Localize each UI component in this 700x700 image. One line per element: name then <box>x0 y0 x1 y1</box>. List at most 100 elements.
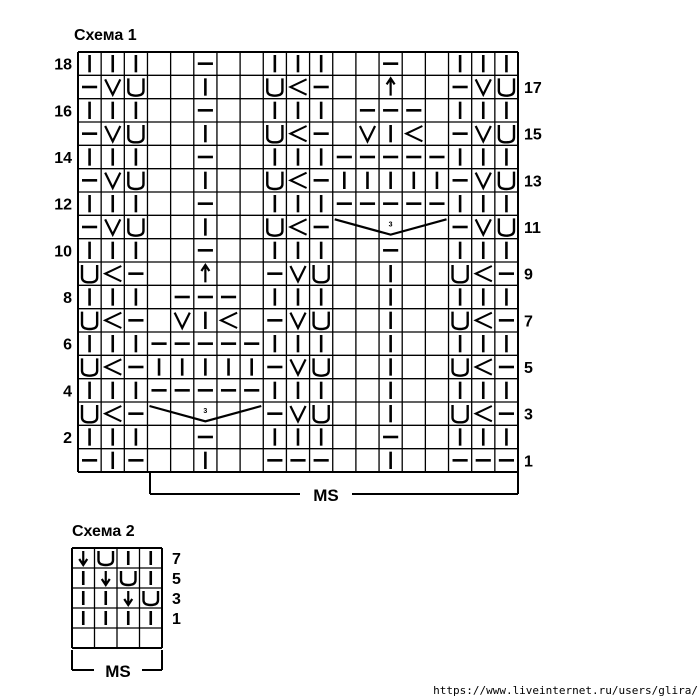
decrease-v-symbol <box>289 405 307 424</box>
decrease-v-symbol <box>289 358 307 378</box>
schema1-grid <box>77 51 519 473</box>
schema1-row-label-left: 6 <box>63 337 72 354</box>
decrease-v-symbol <box>173 312 191 331</box>
yarn-over-symbol <box>80 311 99 331</box>
left-cross-symbol <box>288 218 308 236</box>
decrease-wedge-symbol <box>149 404 262 423</box>
decrease-v-symbol <box>474 125 492 144</box>
schema1-row-label-left: 14 <box>54 150 72 167</box>
decrease-v-symbol <box>104 78 122 98</box>
yarn-over-symbol <box>127 125 145 144</box>
schema1-repeat-bracket: MS <box>149 472 519 505</box>
schema2-row-label-right: 3 <box>172 591 181 608</box>
schema2-repeat-bracket: MS <box>71 650 163 681</box>
schema1-title: Схема 1 <box>74 27 137 44</box>
yarn-over-symbol <box>451 311 469 331</box>
schema2-right-row-labels: 7 5 3 1 <box>172 551 181 628</box>
schema1-row-label-right: 7 <box>524 313 533 330</box>
schema1-row-label-left: 2 <box>63 430 72 447</box>
left-cross-symbol <box>473 265 493 283</box>
yarn-over-symbol <box>97 551 115 567</box>
decrease-count-label: 3 <box>203 408 207 415</box>
schema1-row-label-left: 18 <box>54 57 72 74</box>
yarn-over-symbol <box>127 218 145 237</box>
schema1-row-label-left: 16 <box>54 103 72 120</box>
yarn-over-symbol <box>497 218 516 237</box>
left-cross-symbol <box>288 125 308 143</box>
yarn-over-symbol <box>451 405 469 424</box>
yarn-over-symbol <box>80 265 99 284</box>
yarn-over-symbol <box>266 218 284 237</box>
schema1-row-label-right: 13 <box>524 173 542 190</box>
left-cross-symbol <box>473 311 493 329</box>
yarn-over-symbol <box>497 78 516 97</box>
schema1-row-label-left: 4 <box>63 383 72 400</box>
schema2-row-label-right: 7 <box>172 551 181 568</box>
schema2-symbols <box>78 551 160 625</box>
left-cross-symbol <box>102 265 122 283</box>
schema1-right-row-labels: 17 15 13 11 9 7 5 3 1 <box>524 80 542 470</box>
schema1-row-label-right: 11 <box>524 220 541 237</box>
yarn-over-symbol <box>266 78 284 97</box>
yarn-over-symbol <box>497 171 516 191</box>
decrease-v-symbol <box>104 125 122 144</box>
decrease-v-symbol <box>358 125 377 144</box>
decrease-v-symbol <box>289 265 307 284</box>
decrease-v-symbol <box>474 218 492 238</box>
left-cross-symbol <box>473 405 493 423</box>
decrease-v-symbol <box>289 312 307 331</box>
left-cross-symbol <box>102 405 122 423</box>
yarn-over-symbol <box>266 125 284 144</box>
schema1-row-label-right: 17 <box>524 80 542 97</box>
schema2-row-label-right: 1 <box>172 611 181 628</box>
up-arrow-symbol <box>385 76 396 96</box>
schema1-row-label-right: 15 <box>524 127 542 144</box>
down-arrow-symbol <box>100 571 111 587</box>
yarn-over-symbol <box>142 591 160 607</box>
yarn-over-symbol <box>119 571 137 587</box>
yarn-over-symbol <box>312 311 330 331</box>
yarn-over-symbol <box>80 358 99 377</box>
decrease-count-label: 3 <box>389 221 393 228</box>
left-cross-symbol <box>403 125 423 143</box>
yarn-over-symbol <box>127 78 145 97</box>
left-cross-symbol <box>288 171 308 189</box>
decrease-v-symbol <box>474 78 492 98</box>
yarn-over-symbol <box>127 171 145 191</box>
schema1-row-label-right: 9 <box>524 267 533 284</box>
source-url: https://www.liveinternet.ru/users/glira/ <box>433 684 698 697</box>
schema1-row-label-left: 8 <box>63 290 72 307</box>
schema1-row-label-right: 5 <box>524 360 533 377</box>
decrease-v-symbol <box>104 172 122 191</box>
schema2-row-label-right: 5 <box>172 571 181 588</box>
schema1-symbols: 33 <box>80 55 516 469</box>
left-cross-symbol <box>288 78 308 96</box>
schema1-row-label-left: 12 <box>54 197 72 214</box>
yarn-over-symbol <box>266 171 284 191</box>
yarn-over-symbol <box>451 358 469 377</box>
left-cross-symbol <box>473 358 493 376</box>
schema1-row-label-right: 3 <box>524 407 533 424</box>
schema2-grid <box>71 547 163 649</box>
up-arrow-symbol <box>200 263 211 283</box>
yarn-over-symbol <box>312 265 330 284</box>
left-cross-symbol <box>218 311 238 329</box>
yarn-over-symbol <box>451 265 469 284</box>
decrease-wedge-symbol <box>334 218 447 236</box>
down-arrow-symbol <box>78 551 89 567</box>
schema2-ms-label: MS <box>105 662 131 681</box>
schema2-chart: Схема 2 7 5 3 1 MS <box>71 523 181 681</box>
schema1-row-label-right: 1 <box>524 453 533 470</box>
decrease-v-symbol <box>474 172 492 191</box>
yarn-over-symbol <box>497 125 516 144</box>
yarn-over-symbol <box>80 405 99 424</box>
yarn-over-symbol <box>312 405 330 424</box>
schema2-title: Схема 2 <box>72 523 135 540</box>
left-cross-symbol <box>102 311 122 329</box>
yarn-over-symbol <box>312 358 330 377</box>
decrease-v-symbol <box>104 218 122 238</box>
down-arrow-symbol <box>123 591 134 607</box>
